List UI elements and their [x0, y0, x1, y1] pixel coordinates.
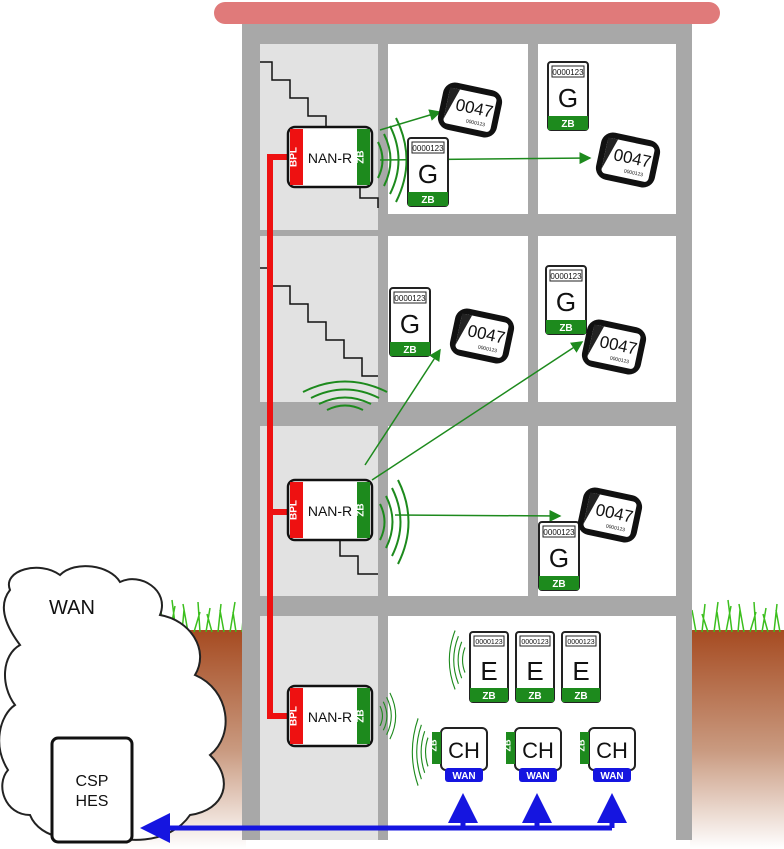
- nan-router: [286, 684, 374, 748]
- gas-meter: [545, 265, 587, 335]
- nan-router: [286, 125, 374, 189]
- wan-cloud-label: WAN: [49, 597, 95, 619]
- gas-meter: [538, 521, 580, 591]
- bpl-line: [267, 154, 290, 719]
- csp-hes-box: CSP HES: [50, 736, 134, 844]
- nan-router: [286, 478, 374, 542]
- hes-line-1: CSP: [76, 773, 109, 790]
- electric-meter: [469, 631, 509, 703]
- grass-right: [691, 599, 781, 633]
- hes-line-2: HES: [76, 793, 109, 810]
- roof: [214, 2, 720, 24]
- gas-meter: [547, 61, 589, 131]
- gas-meter: [389, 287, 431, 357]
- staircase: [260, 61, 379, 575]
- wan-uplink: [140, 793, 627, 843]
- gas-meter: [407, 137, 449, 207]
- electric-meter: [561, 631, 601, 703]
- electric-meter: [515, 631, 555, 703]
